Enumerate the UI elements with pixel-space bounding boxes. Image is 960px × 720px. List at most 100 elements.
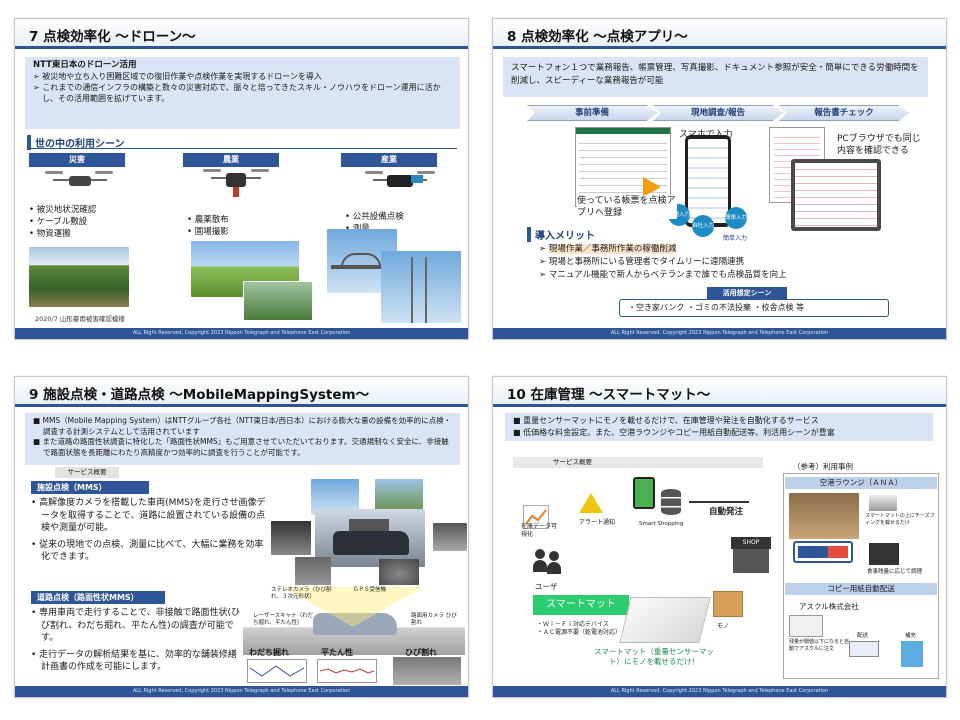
intro-line-1: ➢ 被災地や立ち入り困難区域での復旧作業や点検作業を実現するドローンを導入 [33, 72, 322, 81]
laser-label: レーザースキャナ（わだち掘れ、平たん性） [253, 613, 314, 626]
road-heading: 道路点検（路面性状MMS） [31, 591, 165, 604]
list-item: • 農薬散布 [187, 215, 229, 225]
arrow-icon [643, 177, 661, 197]
bubble-caption: 簡単入力 [723, 235, 748, 242]
flow-line [689, 501, 749, 503]
intro-line-2: ■ また道路の路面性状調査に特化した「路面性状MMS」もご用意させていただいてお… [33, 437, 449, 457]
copy-note: 残量が閾値以下になると自動でアスクルに注文 [789, 639, 850, 652]
farm-drone-photo [243, 281, 313, 321]
slide-inspection-app: 8 点検効率化 ～点検アプリ～ スマートフォン１つで業務報告、帳票管理、写真撮影… [492, 18, 947, 340]
mat-spec-1: ・Ｗｉ－Ｆｉ対応デバイス [537, 621, 609, 628]
spreadsheet-image [575, 127, 671, 207]
industry-drone-icon [365, 169, 435, 197]
road-diagram [243, 585, 465, 655]
flatness-chart [317, 659, 377, 683]
slide-drone: 7 点検効率化 ～ドローン～ NTT東日本のドローン活用 ➢ 被災地や立ち入り困… [14, 18, 469, 340]
merit-list: ➢ 現場作業／事務所作業の稼働削減 ➢ 現場と事務所にいる管理者でタイムリーに遠… [539, 243, 787, 282]
mat-caption: スマートマット（重量センサーマット）にモノを載せるだけ！ [594, 647, 714, 666]
manhole-photo [379, 559, 419, 589]
disaster-list: • 被災地状況確認 • ケーブル敷設 • 物資運搬 [29, 204, 96, 240]
intro-box: NTT東日本のドローン活用 ➢ 被災地や立ち入り困難区域での復旧作業や点検作業を… [25, 57, 460, 129]
copier-image [789, 615, 823, 637]
lounge-photo [789, 493, 859, 539]
intro-line-2: ➢ これまでの通信インフラの構築と数々の災害対応で、脈々と培ってきたスキル・ノウ… [33, 83, 441, 103]
list-item: • ケーブル敷設 [29, 217, 88, 227]
slide-title: 8 点検効率化 ～点検アプリ～ [493, 19, 946, 49]
disaster-photo [29, 247, 129, 307]
intro-heading: NTT東日本のドローン活用 [33, 60, 137, 70]
visualize-label: 在庫データ可視化 [521, 523, 558, 538]
intro-line-1: ■ MMS（Mobile Mapping System）はNTTグループ各社（N… [33, 416, 452, 436]
smartphone-image [685, 135, 731, 227]
shop-icon: SHOP [731, 537, 771, 573]
item-label: モノ [717, 623, 730, 630]
slide-title: 9 施設点検・道路点検 ～MobileMappingSystem～ [15, 377, 468, 407]
merit-item: ➢ 現場作業／事務所作業の稼働削減 [539, 244, 677, 254]
step-prepare: 事前準備 [527, 105, 657, 121]
alert-label: アラート通知 [579, 519, 616, 526]
footer: ALL Right Reserved, Copyright 2023 Nippo… [493, 686, 946, 697]
smartphone-label: スマホで入力 [679, 130, 733, 140]
section-rule [27, 148, 457, 149]
category-agriculture: 農業 [183, 153, 279, 167]
vehicle-shape [313, 613, 397, 635]
agri-drone-icon [203, 167, 269, 199]
crack-label: ひび割れ [405, 648, 437, 657]
alert-icon [579, 493, 603, 513]
road-photo [295, 557, 331, 587]
slide-mms: 9 施設点検・道路点検 ～MobileMappingSystem～ ■ MMS（… [14, 376, 469, 698]
list-item: • 従来の現地での点検、測量に比べて、大幅に業務を効率化できます。 [31, 539, 264, 563]
list-item: • 走行データの解析結果を基に、効率的な舗装修繕計画書の作成を可能にします。 [31, 649, 237, 673]
facility-heading: 施設点検（MMS） [31, 481, 149, 494]
flatness-label: 平たん性 [321, 648, 353, 657]
airport-note-2: 食事残量に応じて調理 [867, 569, 923, 575]
slide-smart-mat: 10 在庫管理 ～スマートマット～ ■ 重量センサーマットにモノを載せるだけで、… [492, 376, 947, 698]
category-disaster: 災害 [29, 153, 125, 167]
database-icon [661, 489, 681, 515]
slide-title: 10 在庫管理 ～スマートマット～ [493, 377, 946, 407]
user-icon [533, 549, 563, 575]
intro-box: ■ 重量センサーマットにモノを載せるだけで、在庫管理や発注を自動化するサービス … [505, 413, 933, 441]
road-list: • 専用車両で走行することで、非接触で路面性状(ひび割れ、わだち掘れ、平たん性)… [31, 607, 241, 674]
tower-photo [381, 251, 461, 323]
pc-label: PCブラウザでも同じ内容を確認できる [837, 134, 921, 156]
form-label: 使っている帳票を点検アプリへ登録 [577, 195, 677, 219]
intro-line-1: ■ 重量センサーマットにモノを載せるだけで、在庫管理や発注を自動化するサービス [513, 416, 819, 425]
road-photo [271, 521, 311, 555]
copy-heading: コピー用紙自動配送 [785, 583, 937, 595]
scene-box: ・空き家バンク ・ゴミの不法投棄 ・校舎点検 等 [619, 299, 889, 317]
paper-stack-icon [901, 641, 923, 667]
road-camera-label: 路面用カメラ ひび割れ [411, 613, 457, 626]
mat-spec-2: ・ＡＣ電源不要（乾電池対応） [537, 629, 622, 636]
list-item: • 被災地状況確認 [29, 205, 97, 215]
kitchen-icon [869, 543, 899, 565]
gps-label: ＧＰＳ受信機 [353, 587, 387, 593]
merit-heading: 導入メリット [527, 227, 595, 242]
smart-shopping-label: Smart Shopping [639, 521, 684, 527]
dashboard-image [793, 541, 853, 563]
mat-photo [869, 495, 897, 511]
reference-heading: （参考）利用事例 [793, 462, 853, 471]
auto-order-label: 自動発注 [709, 507, 744, 517]
list-item: • 圃場撮影 [187, 227, 229, 237]
rut-chart [247, 659, 307, 683]
mms-car-photo [315, 509, 425, 567]
user-label: ユーザ [535, 582, 558, 591]
phone-icon [633, 477, 655, 509]
merit-item: ➢ 現場と事務所にいる管理者でタイムリーに遠隔連携 [539, 257, 745, 267]
agri-list: • 農薬散布 • 圃場撮影 [187, 214, 229, 238]
footer: ALL Right Reserved, Copyright 2023 Nippo… [15, 686, 468, 697]
intro-box: スマートフォン１つで業務報告、帳票管理、写真撮影、ドキュメント参照が安全・簡単に… [503, 57, 928, 97]
service-tab: サービス概要 [55, 467, 119, 478]
drone-icon [45, 171, 115, 193]
askul-label: アスクル株式会社 [799, 602, 859, 611]
bubble-easy: 簡単入力 [725, 207, 747, 229]
bubble-company: 自社入力 [692, 215, 714, 237]
section-heading: 世の中の利用シーン [27, 135, 125, 150]
merit-item: ➢ マニュアル機能で新人からベテランまで誰でも点検品質を向上 [539, 270, 787, 280]
footer: ALL Right Reserved, Copyright 2023 Nippo… [493, 328, 946, 339]
road-photo [433, 523, 467, 551]
list-item: • 公共設備点検 [345, 212, 404, 222]
delivery-label: 配送 [857, 633, 869, 639]
refill-label: 補充 [905, 633, 917, 639]
